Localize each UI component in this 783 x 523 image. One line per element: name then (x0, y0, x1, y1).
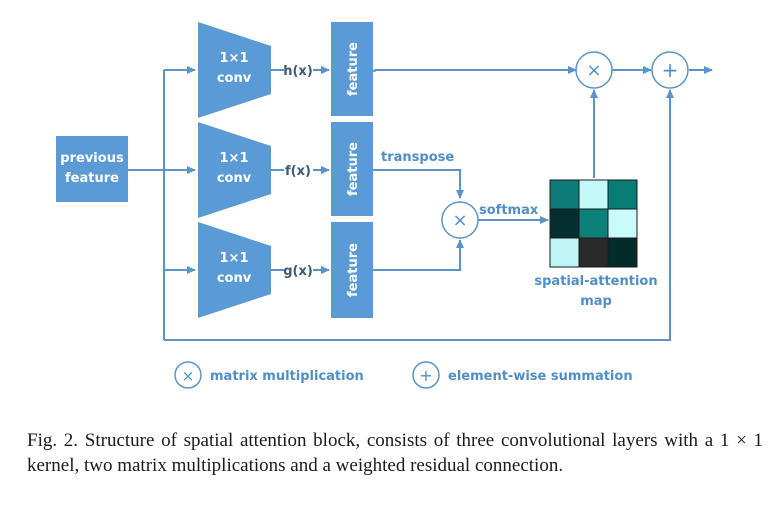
legend-multiply-text: matrix multiplication (210, 369, 364, 384)
sum-symbol: + (662, 58, 679, 82)
previous-feature-block: previous feature (56, 136, 128, 202)
previous-feature-line1: previous (60, 151, 124, 166)
attention-map-cell (549, 237, 580, 268)
legend-item-matrix-multiplication: × matrix multiplication (174, 361, 364, 389)
g-of-x-label: g(x) (283, 264, 313, 279)
conv-block-f: 1×1 conv (198, 122, 271, 218)
h-of-x-label: h(x) (283, 64, 313, 79)
conv-g-line1: 1×1 (220, 251, 249, 266)
previous-feature-line2: feature (65, 171, 119, 186)
element-wise-sum-operator: + (651, 51, 689, 89)
attention-map-cell (549, 179, 580, 210)
legend-sum-text: element-wise summation (448, 369, 633, 384)
spatial-attention-map (549, 179, 638, 268)
legend: × matrix multiplication + element-wise s… (174, 361, 633, 389)
figure-caption: Fig. 2. Structure of spatial attention b… (27, 430, 763, 476)
conv-h-line2: conv (217, 71, 252, 86)
attention-map-cell (578, 237, 609, 268)
attention-map-label-line1: spatial-attention (534, 274, 657, 289)
attention-map-cell (549, 208, 580, 239)
feature-block-g: feature (331, 222, 373, 318)
feature-h-label: feature (346, 42, 361, 96)
matrix-multiply-operator-lower: × (441, 201, 479, 239)
attention-map-cell (578, 208, 609, 239)
conv-g-line2: conv (217, 271, 252, 286)
attention-map-cell (578, 179, 609, 210)
attention-map-cell (607, 237, 638, 268)
conv-block-g: 1×1 conv (198, 222, 271, 318)
softmax-label: softmax (479, 203, 539, 218)
conv-f-line1: 1×1 (220, 151, 249, 166)
feature-block-f: feature (331, 122, 373, 216)
legend-item-element-wise-summation: + element-wise summation (412, 361, 633, 389)
attention-map-label-line2: map (580, 294, 612, 309)
multiply-symbol-lower: × (452, 210, 467, 231)
conv-h-line1: 1×1 (220, 51, 249, 66)
f-of-x-label: f(x) (285, 164, 311, 179)
attention-map-cell (607, 179, 638, 210)
multiply-symbol-upper: × (586, 60, 601, 81)
conv-block-h: 1×1 conv (198, 22, 271, 118)
flow-lines (128, 66, 713, 341)
conv-f-line2: conv (217, 171, 252, 186)
feature-f-label: feature (346, 142, 361, 196)
legend-sum-icon: + (419, 366, 432, 385)
legend-multiply-icon: × (182, 367, 195, 385)
feature-g-label: feature (346, 243, 361, 297)
transpose-label: transpose (381, 150, 454, 165)
matrix-multiply-operator-upper: × (575, 51, 613, 89)
feature-block-h: feature (331, 22, 373, 116)
attention-map-cell (607, 208, 638, 239)
attention-block-diagram: previous feature 1×1 conv 1×1 conv 1×1 c… (56, 22, 713, 389)
